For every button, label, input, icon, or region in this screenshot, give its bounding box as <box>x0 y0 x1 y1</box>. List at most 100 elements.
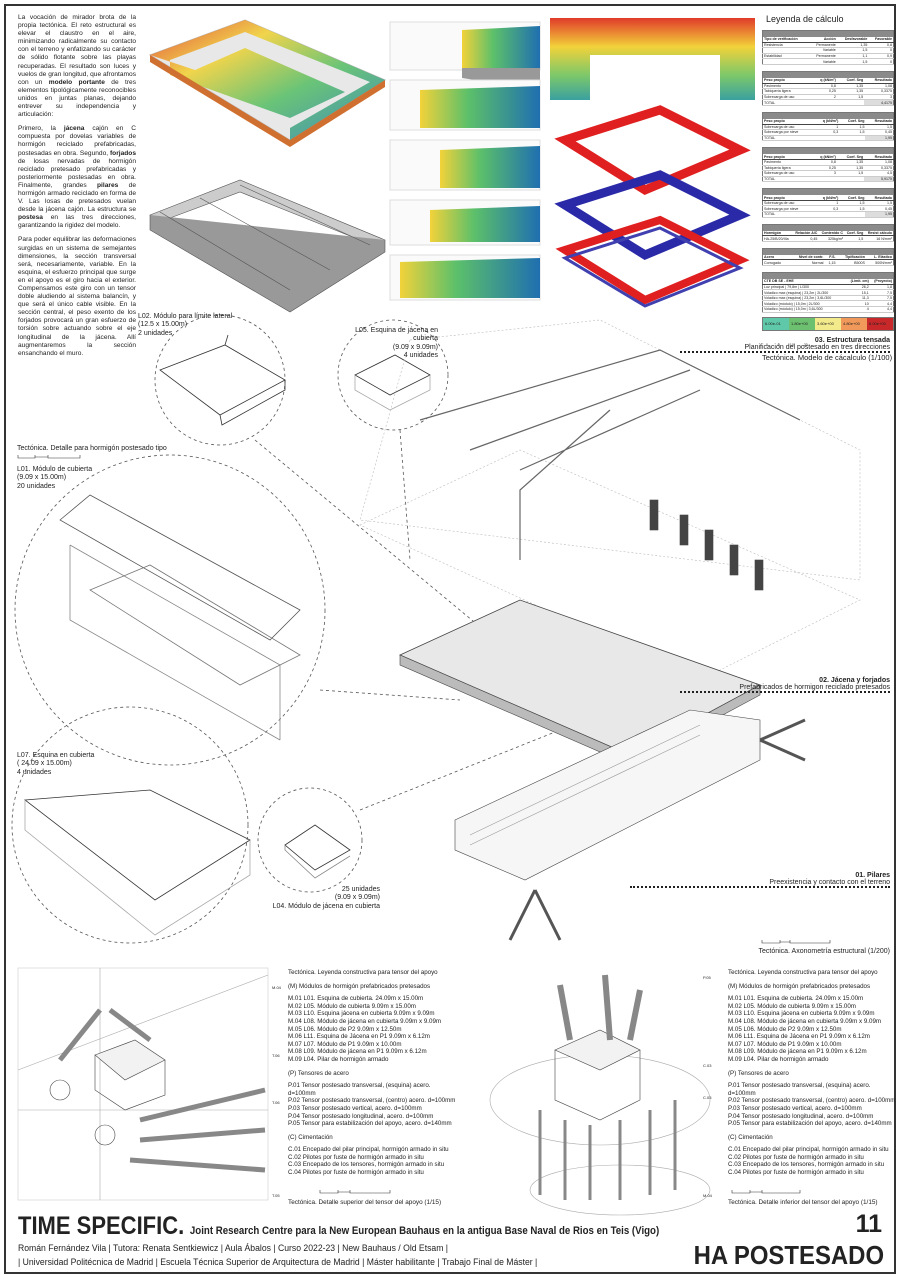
column-header: CTE DB SE - EHE <box>762 279 844 285</box>
table-cell: 1 <box>814 200 840 207</box>
module-dims: (9.09 x 15.00m) <box>17 474 67 482</box>
column-header: Acción <box>809 37 837 43</box>
column-header: Peso propio <box>762 118 815 125</box>
table-cell: 0 <box>868 58 894 65</box>
label-l02: L02. Módulo para límite lateral (12.5 x … <box>138 313 232 338</box>
list-item: M.05 L06. Módulo de P2 9.09m x 12.50m <box>728 1025 842 1033</box>
list-item: C.01 Encepado del pilar principal, hormi… <box>288 1146 449 1154</box>
column-header: Tipificación <box>836 254 866 261</box>
module-dims: (12.5 x 15.00m) <box>138 321 188 329</box>
list-item: C.04 Pilotes por fuste de hormigón armad… <box>728 1169 864 1177</box>
column-header: Peso propio <box>762 77 811 84</box>
table-cell: Tabiquería ligera <box>762 88 811 95</box>
table-cell <box>762 47 810 54</box>
list-item: M.08 L09. Módulo de jácena en P1 9.09m x… <box>728 1048 867 1056</box>
table-cell: 0,3 <box>814 129 840 136</box>
text: Primero, la <box>18 125 64 133</box>
list-item: C.01 Encepado del pilar principal, hormi… <box>728 1146 889 1154</box>
module-drawings <box>23 334 431 936</box>
column-header: q (kN/m²) <box>810 154 837 160</box>
dotted-rule <box>630 886 890 888</box>
dotted-rule <box>680 351 890 353</box>
table-cell: Voladizo (módulo) | 15,0m | 3,6L/300 <box>762 306 844 313</box>
tag: C.03 <box>703 1095 712 1100</box>
group-title: (P) Tensores de acero <box>288 1069 349 1077</box>
table-cell: 1,35 <box>836 42 869 49</box>
table-cell: Sobrecarga de uso <box>762 170 811 177</box>
table-cell: Voladizo (módulo) | 15,0m | 2L/300 <box>762 300 844 307</box>
table-cell: 0,45 <box>865 205 894 213</box>
table-cell <box>814 135 840 142</box>
section-01: 01. Pilares Preexistencia y contacto con… <box>630 872 890 888</box>
column-header: Acero <box>762 254 789 261</box>
legend-title: Tectónica. Leyenda constructiva para ten… <box>288 969 438 976</box>
subtitle: Joint Research Centre para la New Europe… <box>189 1225 660 1237</box>
section-03: 03. Estructura tensada Planificación del… <box>680 337 890 353</box>
color-scale-step: 6.00e-01 <box>763 317 789 330</box>
label-l07: L07. Esquina en cubierta ( 24.09 x 15.00… <box>17 752 94 777</box>
table-cell: 0,25 <box>810 88 837 95</box>
table-cell <box>810 99 837 106</box>
sheet-title: HA POSTESADO <box>693 1240 884 1270</box>
section-deformation-charts <box>389 21 541 301</box>
list-item: M.08 L09. Módulo de jácena en P1 9.09m x… <box>288 1048 427 1056</box>
column-header: Resultado <box>865 195 894 201</box>
section-subtitle: Prefabricados de hormigon reciclado pret… <box>739 684 890 691</box>
module-units: 4 unidades <box>403 352 438 360</box>
table-cell <box>836 99 865 106</box>
table-cell: 1,08 <box>864 159 894 166</box>
table-cell: 1,15 <box>824 259 837 266</box>
label-l04: 25 unidades (9.09 x 9.09m) L04. Módulo d… <box>240 886 380 911</box>
dotted-rule <box>680 691 890 693</box>
column-header: Coef. Seg <box>843 230 865 237</box>
list-item: C.04 Pilotes por fuste de hormigón armad… <box>288 1169 424 1177</box>
text: de hormigón armado reciclado en forma de… <box>18 181 136 214</box>
section-title: 02. Jácena y forjados <box>819 677 890 684</box>
label-l01: L01. Módulo de cubierta (9.09 x 15.00m) … <box>17 466 92 491</box>
table-cell: 10 <box>846 300 870 307</box>
list-item: M.01 L01. Esquina de cubierta. 24.09m x … <box>288 995 424 1003</box>
text: en las tres direcciones, garantizando la… <box>18 214 136 230</box>
table-cell: 1,35 <box>836 159 865 166</box>
list-item: M.07 L07. Módulo de P1 9.09m x 10.00m <box>288 1040 402 1048</box>
group-title: (M) Módulos de hormigón prefabricados pr… <box>728 982 871 990</box>
text: de losas nervadas de hormigón reciclado … <box>18 157 136 189</box>
table-cell: Variable <box>809 47 837 54</box>
column-header: L. Elástico <box>865 254 894 261</box>
legend-list-upper: Tectónica. Leyenda constructiva para ten… <box>288 963 468 1177</box>
intro-paragraph-1: La vocación de mirador brota de la propi… <box>18 14 136 119</box>
caption-upper: Tectónica. Detalle superior del tensor d… <box>288 1199 442 1206</box>
list-item: M.01 L01. Esquina de cubierta. 24.09m x … <box>728 995 864 1003</box>
tag: T.05 <box>272 1193 280 1198</box>
table-cell: Pavimento <box>762 83 811 90</box>
table-header-bar <box>762 30 894 37</box>
module-units: 25 unidades <box>341 886 380 893</box>
table-cell: Sobrecarga por nieve <box>762 205 815 213</box>
table-header-bar <box>762 147 894 155</box>
caption-lower: Tectónica. Detalle inferior del tensor d… <box>728 1199 878 1206</box>
column-header: (Limit. cm) <box>846 279 870 285</box>
column-header: Resultado <box>865 118 894 125</box>
color-scale-step: 4.80e+00 <box>841 317 867 330</box>
table-cell: 4 <box>846 306 870 313</box>
legend-list-lower: Tectónica. Leyenda constructiva para ten… <box>728 963 900 1177</box>
table-cell: 5,9175 <box>864 176 894 183</box>
table-cell: 0,8 <box>868 42 894 49</box>
table-header-bar <box>762 112 894 119</box>
tag: C.03 <box>703 1063 712 1068</box>
group-title: (M) Módulos de hormigón prefabricados pr… <box>288 982 431 990</box>
module-dims: (9.09 x 9.09m) <box>392 343 438 351</box>
table-cell <box>843 306 847 313</box>
table-cell: 325kg/m³ <box>818 235 844 242</box>
